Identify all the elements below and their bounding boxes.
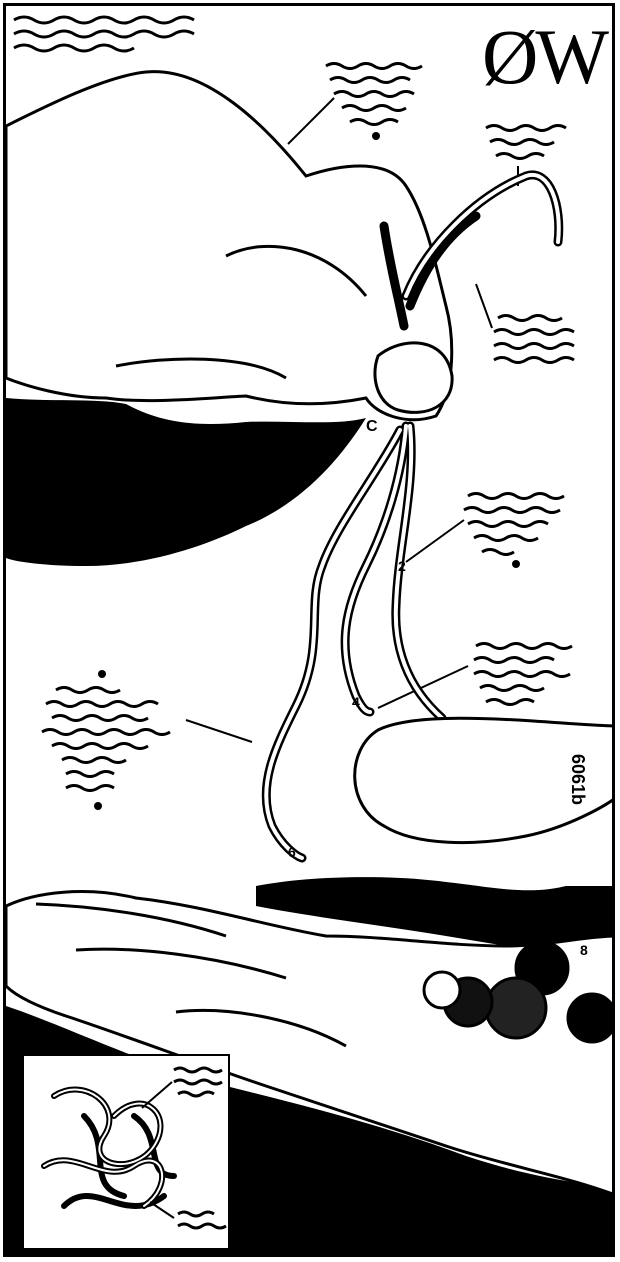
logo-bottom: AD bbox=[234, 1188, 308, 1250]
scribble-text-callout-5 bbox=[474, 644, 572, 705]
scribble-text-callout-1 bbox=[326, 64, 422, 125]
scribble-text-callout-6 bbox=[42, 688, 170, 791]
inset-worm-tangle bbox=[22, 1054, 230, 1250]
label-c: C bbox=[366, 418, 378, 436]
label-2: 2 bbox=[398, 558, 406, 574]
side-code: 6061b bbox=[567, 754, 588, 805]
label-8: 8 bbox=[580, 942, 588, 958]
scribble-text-callout-2 bbox=[486, 126, 566, 159]
worm-tangle-drawing bbox=[24, 1056, 228, 1248]
illustration-frame: ØW C 2 4 6 8 6061b bbox=[3, 3, 615, 1257]
label-4: 4 bbox=[352, 694, 360, 710]
label-6: 6 bbox=[288, 844, 296, 860]
logo-top: ØW bbox=[482, 18, 606, 96]
scribble-text-callout-3 bbox=[494, 316, 574, 363]
scribble-text-callout-4 bbox=[464, 494, 564, 555]
upper-hand-shadow bbox=[6, 398, 366, 566]
scribble-text-top-left bbox=[14, 17, 194, 51]
